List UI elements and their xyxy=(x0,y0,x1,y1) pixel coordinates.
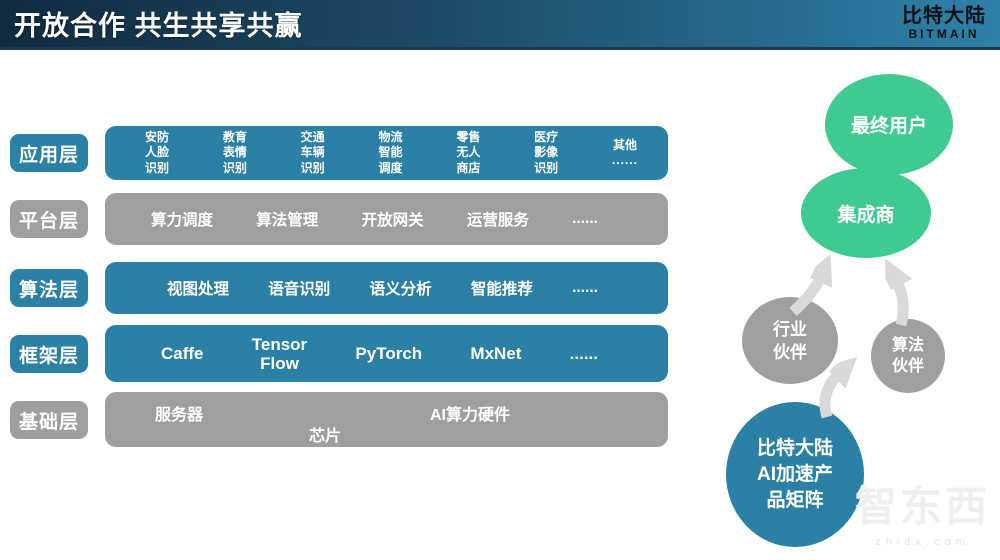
algo-item-vision-processing: 视图处理 xyxy=(167,281,230,298)
layer-pill-application: 应用层 xyxy=(10,134,88,172)
layer-pill-base: 基础层 xyxy=(10,401,88,439)
framework-item-mxnet: MxNet xyxy=(470,344,522,363)
platform-item-algorithm-management: 算法管理 xyxy=(256,212,319,229)
logo-text-cn: 比特大陆 xyxy=(902,5,986,27)
base-item-chip: 芯片 xyxy=(309,428,342,445)
ellipsis: ...... xyxy=(572,279,598,296)
layer-pill-framework: 框架层 xyxy=(10,335,88,373)
ellipsis: ...... xyxy=(572,210,598,227)
platform-item-open-gateway: 开放网关 xyxy=(361,212,424,229)
layer-pill-algorithm: 算法层 xyxy=(10,269,88,307)
row-framework-layer: Caffe Tensor Flow PyTorch MxNet ...... xyxy=(105,325,668,382)
platform-item-compute-scheduling: 算力调度 xyxy=(151,212,214,229)
base-item-server: 服务器 xyxy=(155,407,204,424)
row-platform-layer: 算力调度 算法管理 开放网关 运营服务 ...... xyxy=(105,193,668,245)
app-item-logistics: 物流 智能 调度 xyxy=(378,129,403,175)
row-base-layer: 服务器 AI算力硬件 芯片 xyxy=(105,392,668,447)
circle-industry-partner: 行业 伙伴 xyxy=(742,297,838,384)
layer-pill-platform: 平台层 xyxy=(10,200,88,238)
app-item-medical: 医疗 影像 识别 xyxy=(534,129,559,175)
algo-item-speech-recognition: 语音识别 xyxy=(268,281,331,298)
bitmain-logo: 比特大陆 BITMAIN xyxy=(902,5,986,41)
app-item-security: 安防 人脸 识别 xyxy=(145,129,170,175)
ellipsis: ...... xyxy=(611,153,638,167)
circle-algorithm-partner: 算法 伙伴 xyxy=(871,319,945,393)
watermark-zhidx: 智东西 zhidx.com xyxy=(855,473,990,548)
framework-item-tensorflow: Tensor Flow xyxy=(251,334,308,373)
framework-item-caffe: Caffe xyxy=(161,344,204,363)
circle-integrator: 集成商 xyxy=(801,168,931,258)
row-algorithm-layer: 视图处理 语音识别 语义分析 智能推荐 ...... xyxy=(105,262,668,314)
base-item-ai-compute-hardware: AI算力硬件 xyxy=(430,407,511,424)
circle-bitmain-product-matrix: 比特大陆 AI加速产 品矩阵 xyxy=(726,402,864,547)
app-item-education: 教育 表情 识别 xyxy=(222,129,247,175)
app-item-other: 其他 ...... xyxy=(611,137,638,168)
platform-item-operation-service: 运营服务 xyxy=(466,212,529,229)
ellipsis: ...... xyxy=(569,344,598,363)
app-item-traffic: 交通 车辆 识别 xyxy=(300,129,325,175)
circle-end-user: 最终用户 xyxy=(825,74,953,175)
app-item-retail: 零售 无人 商店 xyxy=(456,129,481,175)
header-bar: 开放合作 共生共享共赢 xyxy=(0,0,1000,50)
page-title: 开放合作 共生共享共赢 xyxy=(14,11,303,41)
algo-item-smart-recommendation: 智能推荐 xyxy=(470,281,533,298)
logo-text-en: BITMAIN xyxy=(908,27,980,41)
watermark-site-text: zhidx.com xyxy=(875,536,970,548)
algo-item-semantic-analysis: 语义分析 xyxy=(369,281,432,298)
row-application-layer: 安防 人脸 识别 教育 表情 识别 交通 车辆 识别 物流 智能 调度 零售 无… xyxy=(105,126,668,180)
framework-item-pytorch: PyTorch xyxy=(355,344,423,363)
watermark-logo-text: 智东西 xyxy=(854,483,990,530)
